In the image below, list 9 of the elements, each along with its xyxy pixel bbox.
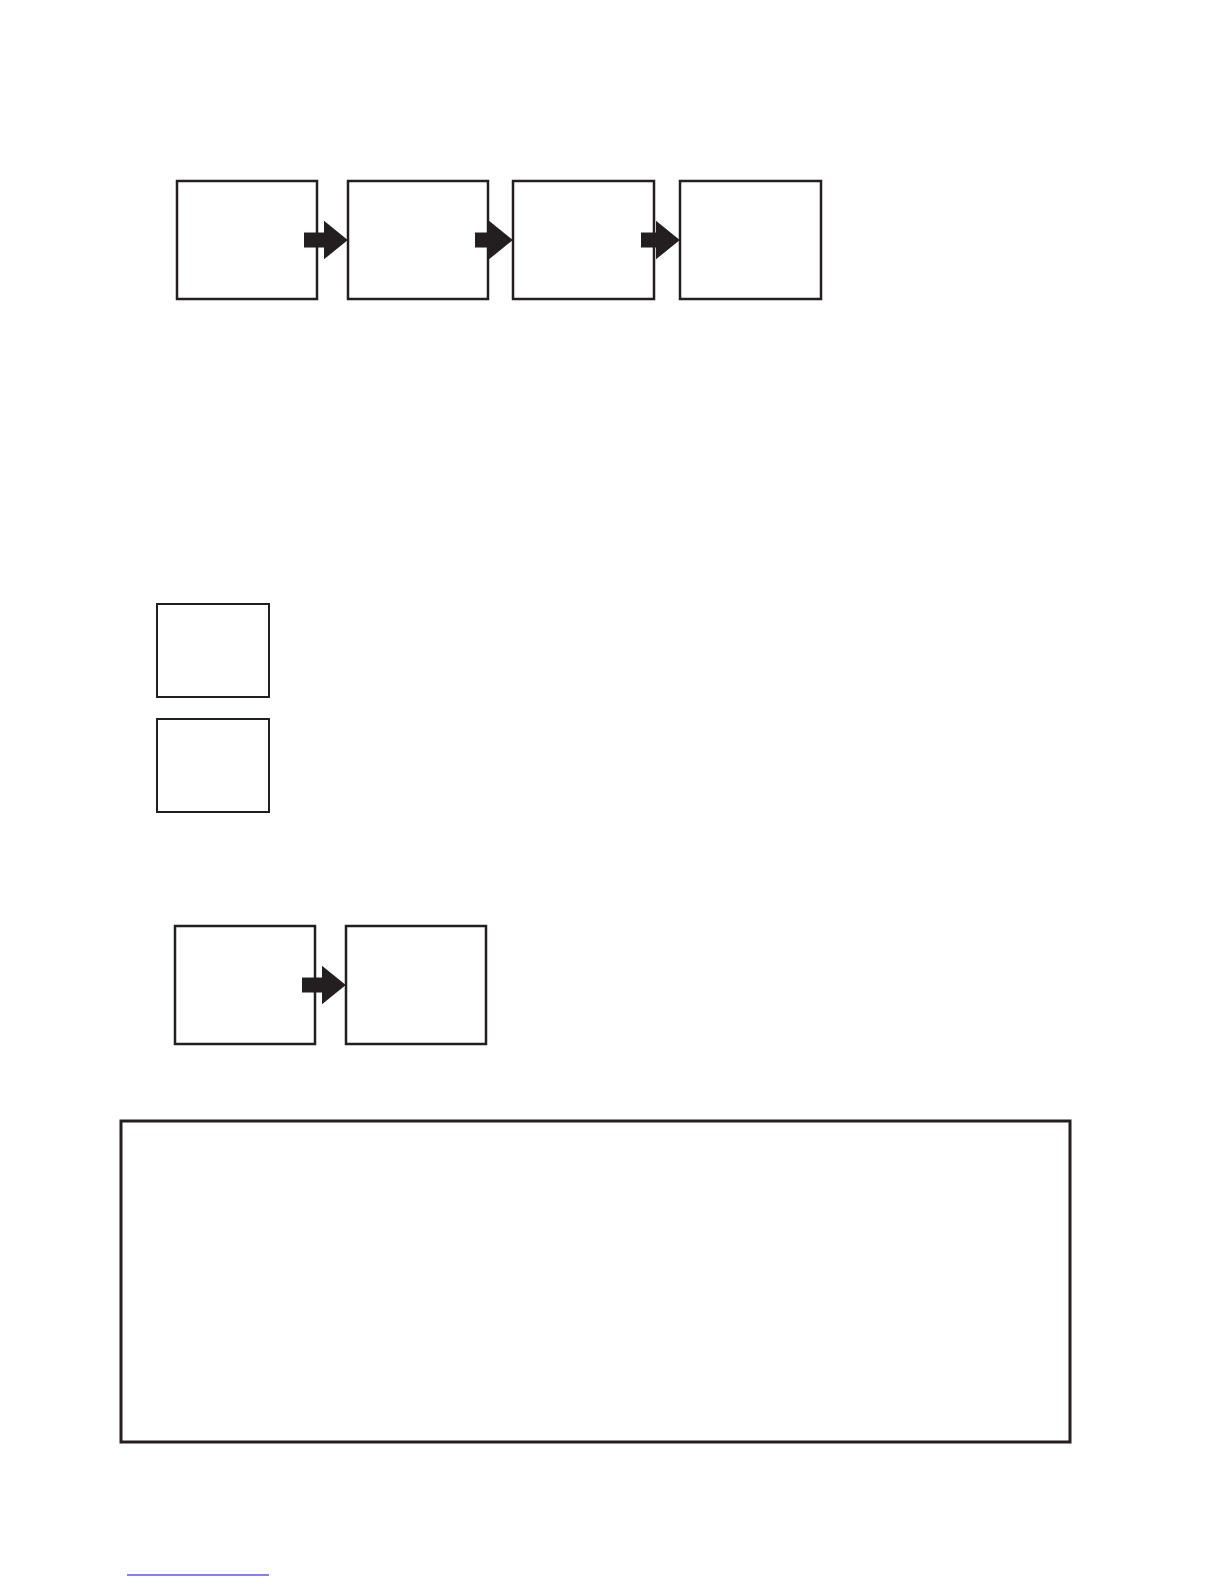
answer-box	[119, 1119, 1072, 1444]
answer-box	[511, 179, 656, 301]
answer-box	[175, 179, 319, 301]
answer-box	[344, 924, 488, 1046]
answer-box	[156, 718, 270, 813]
answer-box	[156, 603, 270, 698]
answer-box	[173, 924, 317, 1046]
answer-box	[678, 179, 823, 301]
answer-box	[346, 179, 490, 301]
